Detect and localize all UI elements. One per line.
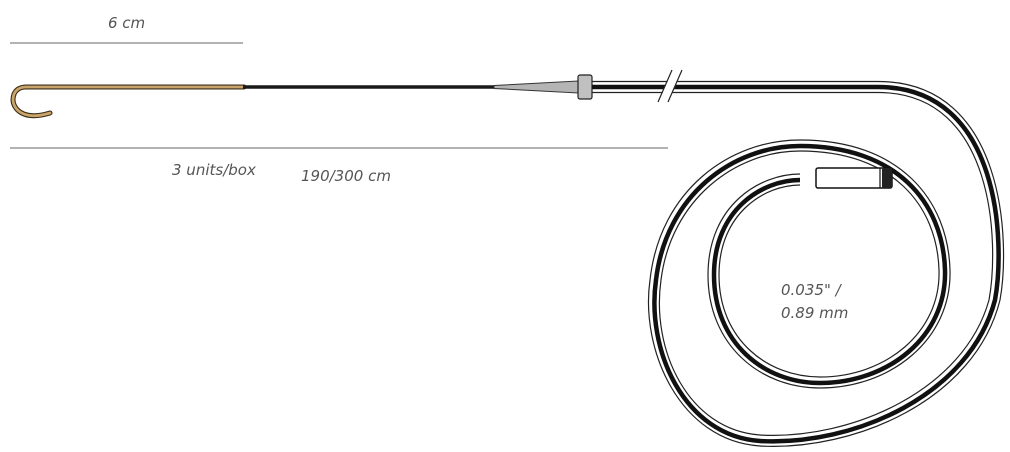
wire-length-label: 190/300 cm bbox=[301, 167, 391, 185]
tube-break-marks bbox=[657, 69, 683, 103]
hook-length-label: 6 cm bbox=[108, 14, 145, 32]
j-hook-tip bbox=[10, 84, 247, 119]
units-per-box-label: 3 units/box bbox=[172, 161, 256, 179]
taper-section bbox=[493, 80, 579, 94]
diameter-inch-label: 0.035" / bbox=[781, 281, 843, 299]
connector-collar bbox=[577, 74, 593, 100]
coil-inner-line bbox=[592, 84, 1001, 444]
coil-outer-strands bbox=[592, 80, 1005, 447]
diameter-mm-label: 0.89 mm bbox=[781, 304, 848, 322]
coil-end-hub bbox=[815, 167, 893, 189]
